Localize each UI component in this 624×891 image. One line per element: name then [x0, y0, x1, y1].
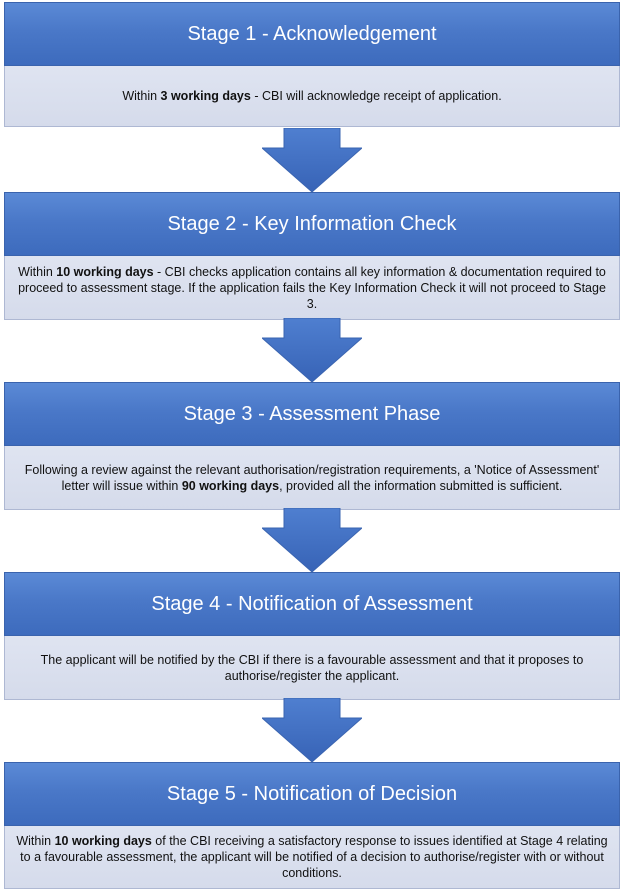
stage-4-title: Stage 4 - Notification of Assessment	[4, 572, 620, 636]
stage-3-text-c: , provided all the information submitted…	[279, 478, 563, 493]
stage-1-text-a: Within	[122, 89, 161, 103]
stage-5: Stage 5 - Notification of Decision Withi…	[4, 762, 620, 889]
stage-5-description: Within 10 working days of the CBI receiv…	[4, 826, 620, 889]
stage-4-description: The applicant will be notified by the CB…	[4, 636, 620, 700]
stage-5-text-a: Within	[16, 834, 55, 848]
stage-3-text-a: Following a review against the relevant …	[24, 462, 600, 493]
stage-1-text-b: 3 working days	[160, 89, 251, 103]
stage-3-text-b: 90 working days	[181, 478, 280, 493]
stage-3: Stage 3 - Assessment Phase Following a r…	[4, 382, 620, 510]
stage-1-title: Stage 1 - Acknowledgement	[4, 2, 620, 66]
stage-2-text-c: - CBI checks application contains all ke…	[18, 264, 606, 311]
stage-5-text-c: of the CBI receiving a satisfactory resp…	[20, 834, 608, 880]
arrow-down-icon	[262, 318, 362, 384]
stage-2-text-a: Within	[18, 264, 57, 279]
stage-4: Stage 4 - Notification of Assessment The…	[4, 572, 620, 700]
stage-2: Stage 2 - Key Information Check Within 1…	[4, 192, 620, 320]
arrow-down-icon	[262, 698, 362, 764]
arrow-down-icon	[262, 508, 362, 574]
stage-1-text-c: - CBI will acknowledge receipt of applic…	[250, 89, 502, 103]
stage-2-title: Stage 2 - Key Information Check	[4, 192, 620, 256]
stage-3-description: Following a review against the relevant …	[4, 446, 620, 510]
arrow-down-icon	[262, 128, 362, 194]
stage-5-text-b: 10 working days	[54, 834, 152, 848]
stage-1: Stage 1 - Acknowledgement Within 3 worki…	[4, 2, 620, 127]
stage-1-description: Within 3 working days - CBI will acknowl…	[4, 66, 620, 127]
stage-3-title: Stage 3 - Assessment Phase	[4, 382, 620, 446]
stage-2-text-b: 10 working days	[56, 264, 154, 279]
stage-2-description: Within 10 working days - CBI checks appl…	[4, 256, 620, 320]
stage-4-text-a: The applicant will be notified by the CB…	[40, 652, 584, 683]
stage-5-title: Stage 5 - Notification of Decision	[4, 762, 620, 826]
